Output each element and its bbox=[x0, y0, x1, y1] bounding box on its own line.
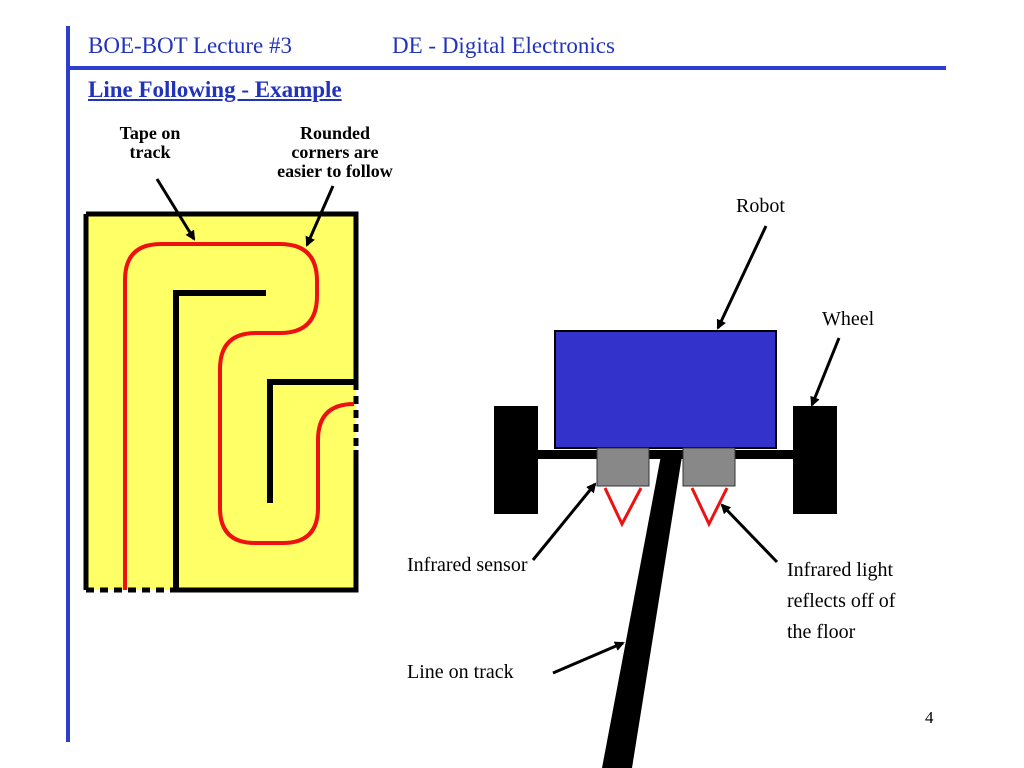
tape-label-line: Tape on bbox=[119, 123, 181, 143]
wheel-callout-arrow bbox=[810, 337, 841, 407]
line-callout-arrow bbox=[552, 641, 625, 675]
infrared-light-label-line: Infrared light bbox=[787, 559, 894, 581]
page-number: 4 bbox=[925, 708, 934, 727]
header-rule bbox=[66, 66, 946, 70]
corners-label: Rounded corners are easier to follow bbox=[255, 124, 415, 181]
right-ir-sensor bbox=[682, 447, 736, 487]
tape-label-line: track bbox=[129, 142, 171, 162]
left-ir-sensor bbox=[596, 447, 650, 487]
infrared-light-label-line: the floor bbox=[787, 621, 856, 643]
left-ir-beam bbox=[603, 487, 643, 528]
corners-label-line: corners are bbox=[291, 142, 379, 162]
robot-callout-arrow bbox=[716, 225, 768, 330]
track-board bbox=[83, 211, 359, 593]
sensor-callout-arrow bbox=[531, 482, 597, 561]
tape-callout-arrow bbox=[155, 178, 196, 241]
inner-wall-left bbox=[173, 290, 266, 590]
lecture-title: BOE-BOT Lecture #3 bbox=[88, 33, 292, 58]
right-wheel bbox=[793, 406, 837, 514]
robot-label: Robot bbox=[736, 195, 785, 217]
inner-wall-right bbox=[267, 379, 356, 503]
board-outline-top-right bbox=[86, 211, 359, 382]
tape-path bbox=[123, 242, 355, 590]
corners-label-line: easier to follow bbox=[277, 161, 393, 181]
wheel-label: Wheel bbox=[822, 308, 875, 330]
left-wheel bbox=[494, 406, 538, 514]
axle bbox=[528, 450, 800, 459]
corners-callout-arrow bbox=[305, 185, 335, 247]
course-title: DE - Digital Electronics bbox=[392, 33, 615, 58]
board-outline-bottom-right bbox=[176, 450, 359, 593]
left-accent-bar bbox=[66, 26, 70, 742]
line-on-track-label: Line on track bbox=[407, 661, 514, 683]
infrared-sensor-label: Infrared sensor bbox=[407, 554, 528, 576]
corners-label-line: Rounded bbox=[299, 123, 371, 143]
robot-body bbox=[554, 330, 777, 449]
track-line bbox=[602, 450, 683, 768]
slide-subtitle: Line Following - Example bbox=[88, 77, 342, 102]
light-callout-arrow bbox=[720, 503, 779, 564]
right-ir-beam bbox=[690, 487, 729, 528]
tape-label: Tape on track bbox=[100, 124, 200, 162]
infrared-light-label-line: reflects off of bbox=[787, 590, 896, 612]
infrared-light-label: Infrared light reflects off of the floor bbox=[787, 555, 895, 648]
